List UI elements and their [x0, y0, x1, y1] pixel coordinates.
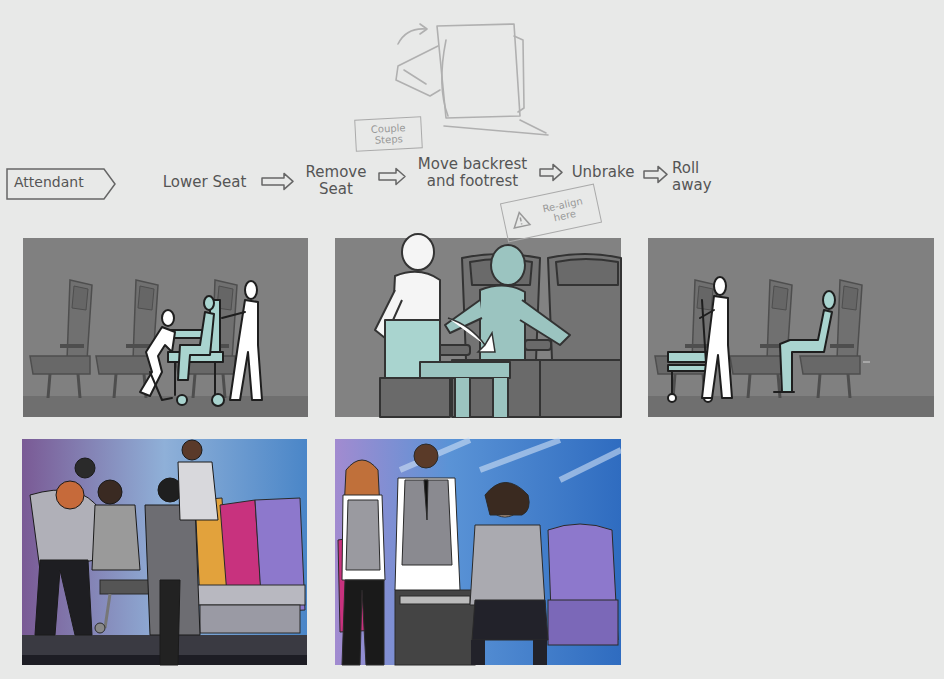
flow-arrow: [644, 166, 667, 182]
warning-icon: [509, 209, 532, 231]
node-text: Roll away: [672, 160, 730, 193]
role-tag: Attendant: [6, 168, 116, 200]
step-label: Roll away: [672, 160, 730, 193]
flow-arrow: [379, 169, 405, 185]
step-label: Unbrake: [567, 164, 639, 181]
note-box: Re-align here: [500, 183, 602, 242]
flow-arrow: [540, 164, 562, 180]
node-text: Lower Seat: [152, 174, 257, 191]
step-label: Move backrest and footrest: [410, 156, 535, 189]
node-text: Couple Steps: [359, 122, 417, 147]
node-text: Move backrest and footrest: [410, 156, 535, 189]
step-label: Lower Seat: [152, 174, 257, 191]
node-text: Attendant: [14, 175, 116, 190]
node-text: Unbrake: [567, 164, 639, 181]
node-text: Remove Seat: [298, 164, 374, 197]
node-text: Re-align here: [532, 193, 595, 227]
step-label: Remove Seat: [298, 164, 374, 197]
flow-arrow: [262, 173, 293, 189]
note-box: Couple Steps: [354, 116, 423, 151]
